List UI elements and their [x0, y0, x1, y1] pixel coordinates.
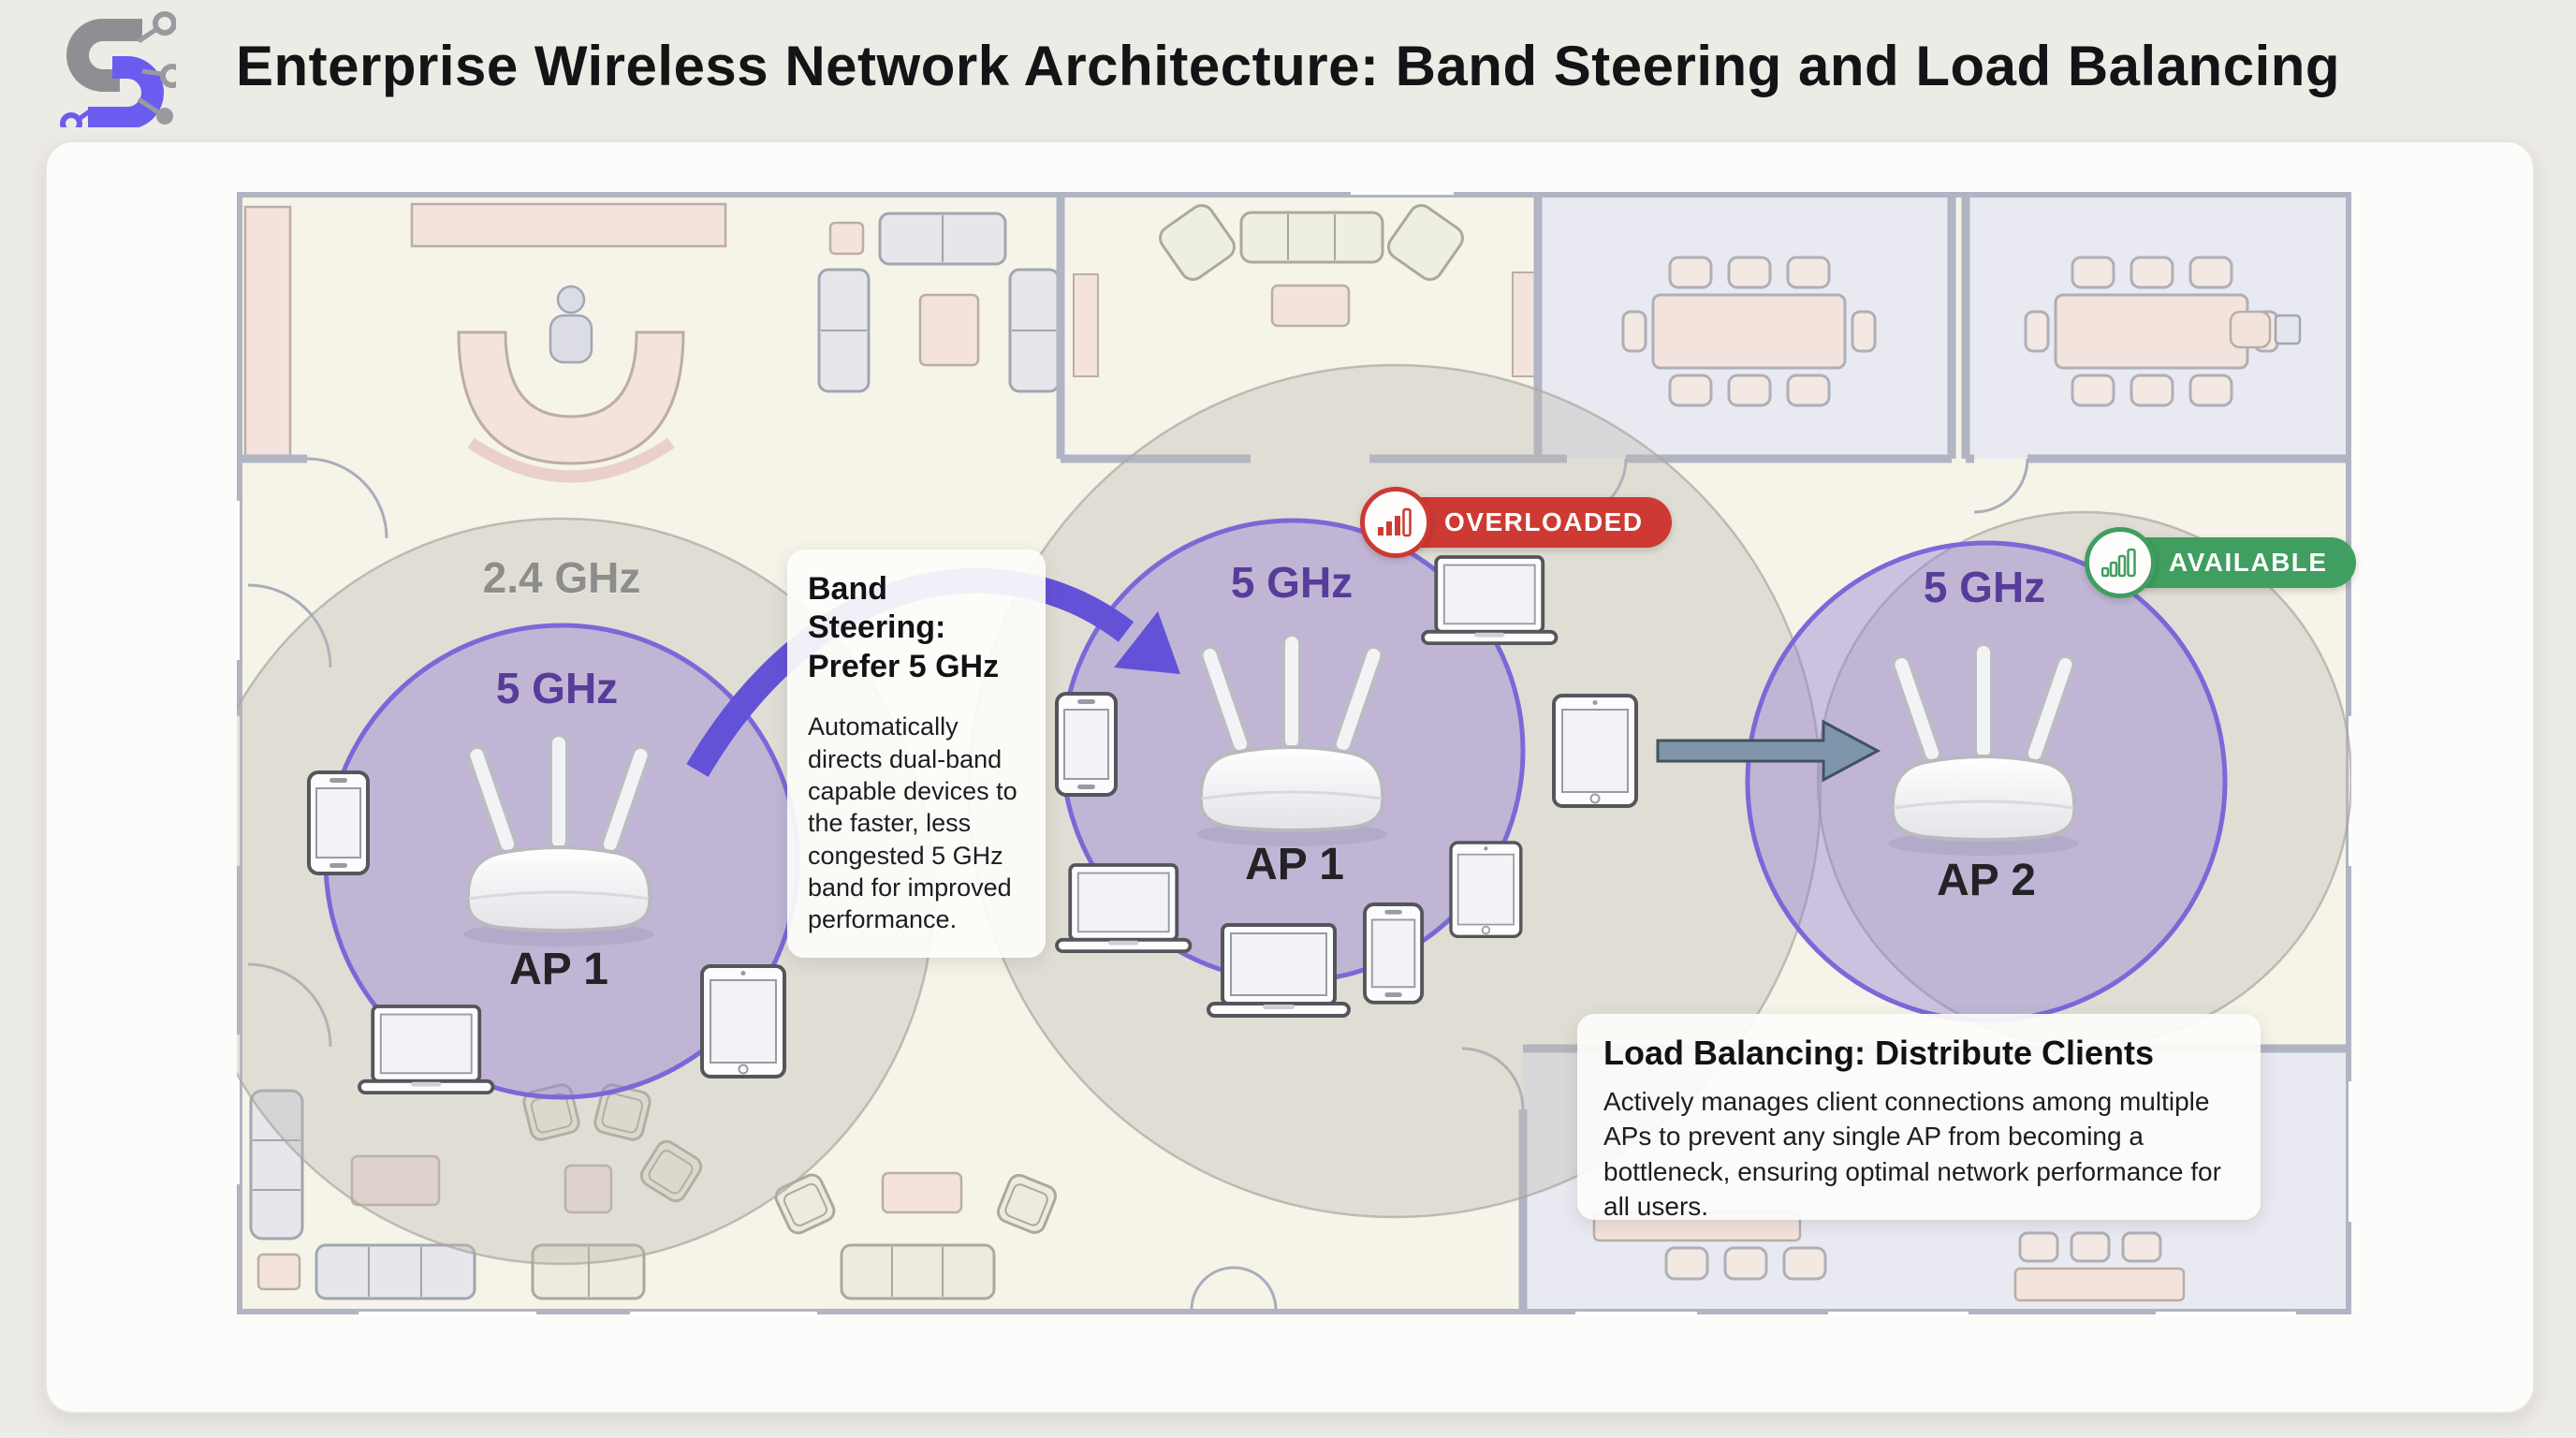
receptionist-person	[549, 285, 593, 364]
load-balancing-title: Load Balancing: Distribute Clients	[1603, 1034, 2155, 1072]
tablet-icon	[700, 964, 786, 1078]
smartphone-icon	[307, 770, 370, 875]
load-balancing-body: Actively manages client connections amon…	[1603, 1087, 2221, 1221]
tablet-icon	[1552, 694, 1638, 808]
signal-bars-icon	[2085, 527, 2156, 598]
load-balancing-arrow	[1656, 719, 1881, 783]
laptop-icon	[358, 1005, 495, 1095]
header: Enterprise Wireless Network Architecture…	[0, 0, 2576, 140]
smartphone-icon	[1363, 902, 1425, 1005]
network-s-logo	[60, 11, 176, 127]
band-steering-title: Band Steering: Prefer 5 GHz	[808, 571, 1000, 684]
band-steering-body: Automatically directs dual-band capable …	[808, 712, 1017, 934]
overloaded-badge-label: OVERLOADED	[1398, 497, 1672, 548]
available-badge-label: AVAILABLE	[2122, 537, 2356, 588]
reception-desk	[457, 330, 685, 465]
signal-bars-icon	[1360, 487, 1431, 558]
laptop-icon	[1207, 923, 1351, 1018]
band-steering-callout: Band Steering: Prefer 5 GHz Automaticall…	[787, 550, 1046, 958]
laptop-icon	[1055, 863, 1193, 954]
page-title: Enterprise Wireless Network Architecture…	[235, 35, 2341, 97]
floorplan-furniture	[243, 202, 2302, 1302]
laptop-icon	[1421, 555, 1559, 646]
tablet-icon	[1449, 841, 1523, 938]
smartphone-icon	[1055, 692, 1118, 797]
load-balancing-callout: Load Balancing: Distribute Clients Activ…	[1577, 1014, 2261, 1221]
